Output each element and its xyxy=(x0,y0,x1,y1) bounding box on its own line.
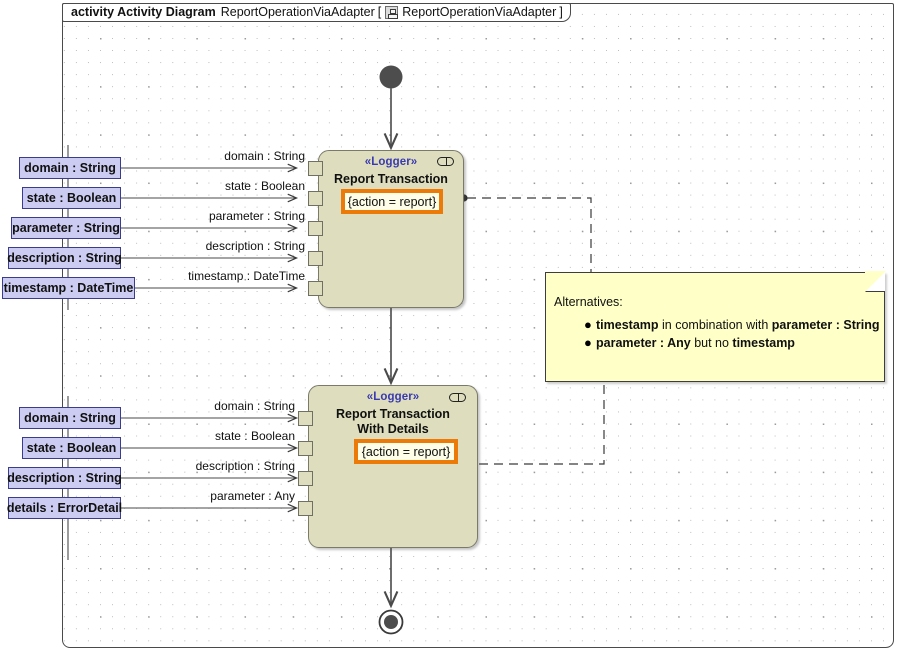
input-pin-parameter[interactable] xyxy=(308,221,323,236)
edge-label-timestamp: timestamp : DateTime xyxy=(188,269,305,283)
edge-label-state: state : Boolean xyxy=(224,179,305,193)
tag-action-report: {action = report} xyxy=(341,189,443,214)
note-item-0-seg-2: parameter : String xyxy=(771,318,880,332)
input-pin-description[interactable] xyxy=(308,251,323,266)
frame-bracket-close: ] xyxy=(559,5,563,20)
activity-parameter-details[interactable]: details : ErrorDetail xyxy=(7,497,122,519)
param-connectors-node2 xyxy=(121,413,299,513)
list-item: ● parameter : Any but no timestamp xyxy=(584,334,879,352)
frame-keyword: activity Activity Diagram xyxy=(71,5,216,20)
stereotype-label: «Logger» xyxy=(366,391,420,403)
stereotype-label: «Logger» xyxy=(364,156,418,168)
note-item-1-seg-2: timestamp xyxy=(732,336,795,350)
input-pin-timestamp[interactable] xyxy=(308,281,323,296)
bullet-icon: ● xyxy=(584,335,592,350)
activity-diagram-icon xyxy=(385,6,399,19)
note-bullet-list: ● timestamp in combination with parameter… xyxy=(584,316,879,352)
edge-label-parameter: parameter : Any xyxy=(210,489,295,503)
rake-icon xyxy=(437,157,454,166)
note-fold-corner xyxy=(864,270,886,292)
frame-bracket-open: [ xyxy=(377,5,382,20)
node-title: Report Transaction xyxy=(334,172,448,186)
input-pin-state[interactable] xyxy=(298,441,313,456)
list-item: ● timestamp in combination with parameter… xyxy=(584,316,879,334)
activity-parameter-timestamp[interactable]: timestamp : DateTime xyxy=(2,277,135,299)
input-pin-state[interactable] xyxy=(308,191,323,206)
note-item-0-seg-1: in combination with xyxy=(658,318,772,332)
note-item-0-seg-0: timestamp xyxy=(596,318,659,332)
activity-parameter-domain[interactable]: domain : String xyxy=(19,407,121,429)
activity-parameter-state[interactable]: state : Boolean xyxy=(22,437,121,459)
tag-action-report: {action = report} xyxy=(354,439,458,464)
input-pin-domain[interactable] xyxy=(298,411,313,426)
bullet-icon: ● xyxy=(584,317,592,332)
initial-node xyxy=(379,65,403,89)
frame-qualified-name: ReportOperationViaAdapter xyxy=(402,5,557,20)
input-pin-description[interactable] xyxy=(298,471,313,486)
activity-node-report-transaction-with-details[interactable]: «Logger» Report Transaction With Details… xyxy=(308,385,478,548)
edge-label-description: description : String xyxy=(205,239,305,253)
edge-label-domain: domain : String xyxy=(224,149,305,163)
node-title-line1: Report Transaction xyxy=(336,407,450,421)
note-header: Alternatives: xyxy=(554,295,623,309)
param-connectors-node1 xyxy=(121,163,299,293)
rake-icon xyxy=(449,393,466,402)
activity-parameter-description[interactable]: description : String xyxy=(7,247,122,269)
activity-final-node xyxy=(378,609,404,635)
input-pin-domain[interactable] xyxy=(308,161,323,176)
node-title-line2: With Details xyxy=(357,422,429,436)
activity-node-report-transaction[interactable]: «Logger» Report Transaction {action = re… xyxy=(318,150,464,308)
edge-label-description: description : String xyxy=(195,459,295,473)
note-anchor-node2 xyxy=(479,382,605,465)
note-anchor-node1 xyxy=(460,194,592,272)
note-alternatives: Alternatives: ● timestamp in combination … xyxy=(545,270,886,382)
frame-name: ReportOperationViaAdapter xyxy=(220,5,375,20)
activity-parameter-state[interactable]: state : Boolean xyxy=(22,187,121,209)
edge-label-domain: domain : String xyxy=(214,399,295,413)
diagram-frame-title: activity Activity Diagram ReportOperatio… xyxy=(62,3,571,22)
note-item-1-seg-1: but no xyxy=(690,336,733,350)
activity-parameter-parameter[interactable]: parameter : String xyxy=(11,217,121,239)
activity-parameter-description[interactable]: description : String xyxy=(7,467,122,489)
input-pin-parameter[interactable] xyxy=(298,501,313,516)
edge-label-parameter: parameter : String xyxy=(208,209,305,223)
edge-label-state: state : Boolean xyxy=(214,429,295,443)
note-item-1-seg-0: parameter : Any xyxy=(596,336,691,350)
activity-parameter-domain[interactable]: domain : String xyxy=(19,157,121,179)
